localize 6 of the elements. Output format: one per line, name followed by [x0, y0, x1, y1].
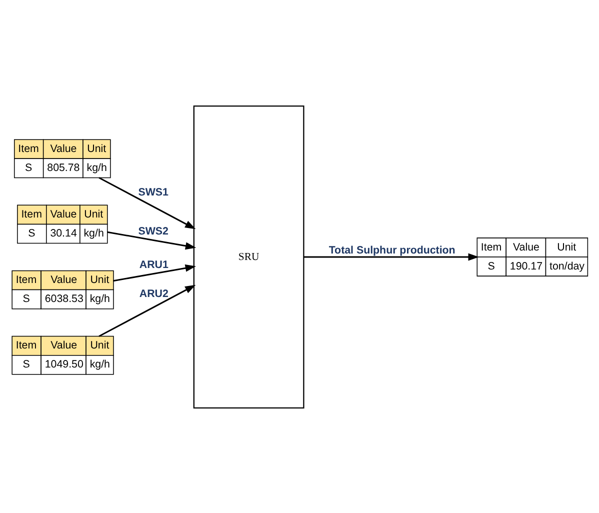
edge-label: Total Sulphur production — [328, 244, 456, 256]
node-text: Item Value Unit S 190.17 ton/day — [480, 240, 585, 272]
edge-label: SWS2 — [138, 224, 168, 237]
edge-label: ARU1 — [139, 258, 168, 270]
edge-label: ARU2 — [139, 287, 168, 300]
edge-label: SWS1 — [138, 186, 168, 198]
